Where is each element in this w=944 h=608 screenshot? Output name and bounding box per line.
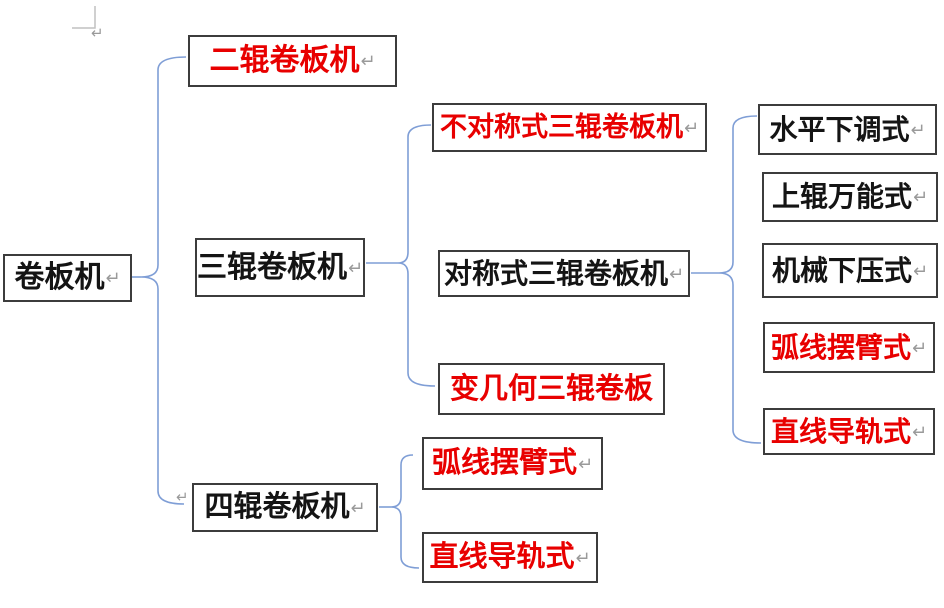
node-label: 弧线摆臂式 [770,331,911,363]
three-roll-brace [397,124,436,387]
node-asymmetric-three-roll: 不对称式三辊卷板机 ↵ [432,103,707,152]
node-three-roll-machine: 三辊卷板机 ↵ [195,238,365,297]
node-label: 对称式三辊卷板机 [443,257,668,289]
node-label: 卷板机 [14,261,105,294]
node-arc-swing-arm: 弧线摆臂式 ↵ [422,437,603,490]
symmetric-brace [718,115,762,444]
return-mark: ↵ [910,119,926,140]
node-linear-guide-right: 直线导轨式 ↵ [763,408,935,455]
node-linear-guide: 直线导轨式 ↵ [422,532,598,583]
node-horizontal-down-adjust: 水平下调式 ↵ [758,104,937,155]
four-roll-brace [390,454,420,569]
return-mark: ↵ [575,547,591,568]
root-brace [140,56,187,505]
node-label: 直线导轨式 [770,415,911,447]
node-label: 弧线摆臂式 [431,447,577,479]
node-label: 二辊卷板机 [209,44,360,77]
return-mark: ↵ [912,260,929,281]
return-mark: ↵ [911,421,928,442]
node-arc-swing-arm-right: 弧线摆臂式 ↵ [763,322,935,373]
node-two-roll-machine: 二辊卷板机 ↵ [188,35,397,87]
node-mechanical-down-press: 机械下压式 ↵ [762,243,938,298]
paragraph-return-mark: ↵ [91,25,104,42]
node-label: 三辊卷板机 [196,250,347,284]
node-label: 水平下调式 [769,113,910,145]
return-mark: ↵ [683,117,700,138]
return-mark: ↵ [912,187,929,207]
paragraph-return-mark: ↵ [176,489,189,506]
return-mark: ↵ [350,497,366,518]
node-symmetric-three-roll: 对称式三辊卷板机 ↵ [438,250,690,297]
return-mark: ↵ [360,51,376,71]
return-mark: ↵ [911,337,928,358]
return-mark: ↵ [577,453,594,474]
node-label: 机械下压式 [771,254,912,286]
node-upper-roll-universal: 上辊万能式 ↵ [762,172,938,222]
return-mark: ↵ [347,257,364,278]
node-variable-geometry-three-roll: 变几何三辊卷板 [438,363,665,415]
node-label: 不对称式三辊卷板机 [439,112,683,142]
node-label: 上辊万能式 [771,181,912,212]
return-mark: ↵ [668,263,685,284]
node-plate-rolling-machine: 卷板机 ↵ [3,254,132,302]
return-mark: ↵ [105,268,121,288]
node-four-roll-machine: 四辊卷板机 ↵ [192,483,378,532]
node-label: 直线导轨式 [429,541,575,573]
node-label: 变几何三辊卷板 [449,372,653,405]
node-label: 四辊卷板机 [204,491,350,523]
